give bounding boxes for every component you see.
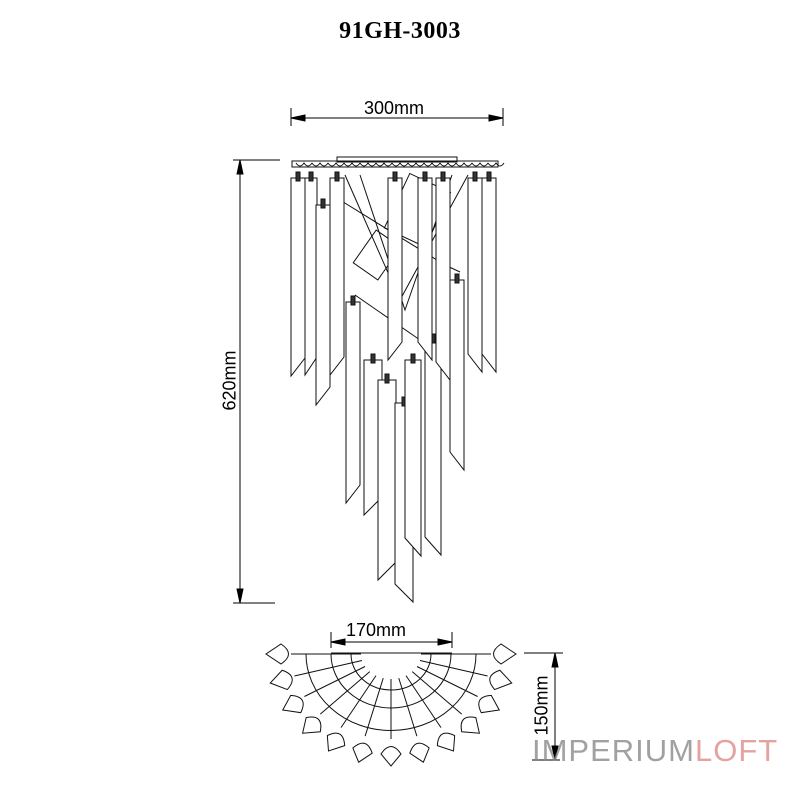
crystal-clip xyxy=(472,171,478,182)
base-spoke xyxy=(419,659,488,677)
crystal-clip xyxy=(350,295,356,306)
hook-chain xyxy=(487,162,505,167)
depth-label: 150mm xyxy=(531,675,552,736)
crystal-clip xyxy=(454,273,460,284)
crystal-tip xyxy=(301,716,322,734)
crystal-tip xyxy=(326,732,346,752)
crystal-prism xyxy=(404,359,422,558)
hook-chain xyxy=(295,162,313,167)
base-spoke xyxy=(398,677,418,737)
crystal-clip xyxy=(392,171,398,182)
crystal-prism xyxy=(377,379,397,582)
hook-chain xyxy=(327,162,345,167)
base-spoke xyxy=(340,675,377,728)
crystal-prism xyxy=(467,177,483,374)
watermark-part2: LOFT xyxy=(695,733,779,768)
crystal-clip xyxy=(440,171,446,182)
hook-chain xyxy=(455,162,473,167)
crystal-prism xyxy=(435,177,451,382)
crystal-tip xyxy=(478,694,501,714)
ceiling-plate xyxy=(291,160,499,168)
crystal-clip xyxy=(308,171,314,182)
chandelier-top-view xyxy=(265,643,517,767)
crystal-prism xyxy=(481,177,497,374)
base-spoke xyxy=(319,671,371,715)
base-spoke xyxy=(411,671,463,715)
crystal-clip xyxy=(295,171,301,182)
base-spoke xyxy=(364,677,384,737)
crystal-tip xyxy=(489,669,513,691)
crystal-clip xyxy=(486,171,492,182)
crystal-tip xyxy=(409,742,430,763)
crystal-clip xyxy=(370,353,376,364)
crystal-clip xyxy=(410,353,416,364)
dimension-lines xyxy=(233,108,563,761)
crystal-tip xyxy=(436,732,456,752)
hook-chain xyxy=(359,162,377,167)
crystal-clip xyxy=(384,373,390,384)
hook-chain xyxy=(423,162,441,167)
crystal-clip xyxy=(320,198,326,209)
watermark-part1: IMPERIUM xyxy=(532,733,695,768)
base-spoke xyxy=(304,666,366,697)
crystal-clip xyxy=(422,171,428,182)
crystal-prism xyxy=(304,177,318,377)
crystal-prism xyxy=(449,279,465,472)
hook-chain xyxy=(391,162,409,167)
drawing-title: 91GH-3003 xyxy=(339,18,461,44)
crystal-tip xyxy=(269,669,293,691)
watermark-logo: IMPERIUMLOFT xyxy=(532,733,778,769)
base-spoke xyxy=(405,675,442,728)
mounting-bar xyxy=(336,156,458,163)
hook-chain xyxy=(311,162,329,167)
crystal-prism xyxy=(290,177,306,378)
crystal-prism xyxy=(417,177,433,362)
base-spoke xyxy=(294,659,363,677)
chandelier-front-view xyxy=(290,156,505,604)
height-label: 620mm xyxy=(219,350,240,411)
width-label: 300mm xyxy=(364,98,425,118)
hook-chain xyxy=(343,162,361,167)
hook-chain xyxy=(375,162,393,167)
crystal-prism xyxy=(345,301,361,505)
hook-chain xyxy=(471,162,489,167)
hook-chain xyxy=(439,162,457,167)
crystal-prism xyxy=(387,177,403,362)
base-width-label: 170mm xyxy=(346,620,407,640)
crystal-clip xyxy=(334,171,340,182)
base-spoke xyxy=(416,666,478,697)
crystal-tip xyxy=(265,643,289,665)
crystal-tip xyxy=(460,716,481,734)
crystal-prism xyxy=(329,177,345,377)
crystal-tip xyxy=(352,742,373,763)
crystal-prism xyxy=(424,339,442,557)
crystal-tip xyxy=(380,746,402,767)
crystal-tip xyxy=(493,643,517,665)
crystal-prism xyxy=(315,204,331,407)
hook-chain xyxy=(407,162,425,167)
crystal-tip xyxy=(281,694,304,714)
